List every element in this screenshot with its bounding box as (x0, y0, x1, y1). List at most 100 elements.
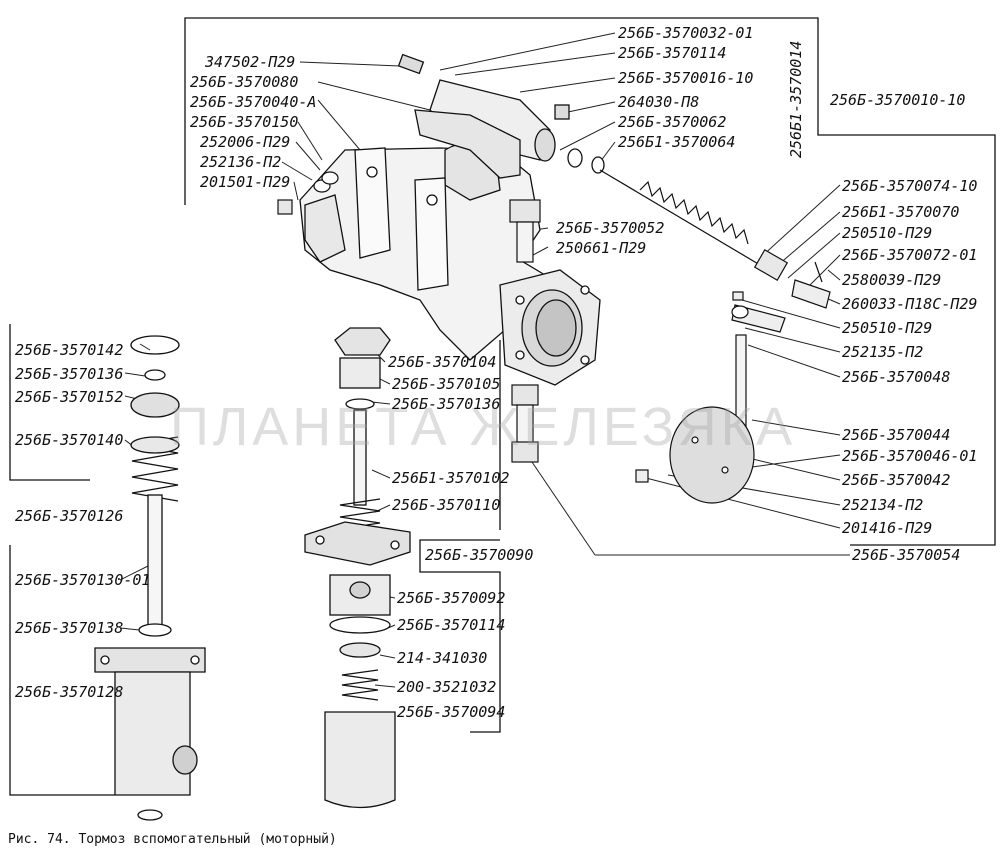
housing-assembly (299, 53, 605, 386)
valve-seat (339, 642, 381, 658)
cap-seal (345, 398, 375, 410)
leader (559, 121, 616, 151)
stud-nut (509, 199, 541, 223)
part-label: 256Б1-3570102 (392, 469, 510, 487)
part-label: 250510-П29 (842, 224, 933, 242)
part-label: 256Б-3570110 (392, 496, 501, 514)
middle-flange (304, 521, 411, 566)
outlet-bore-inner (535, 299, 577, 357)
housing-left-flange (304, 194, 346, 263)
part-label: 256Б-3570142 (15, 341, 124, 359)
flange-hole (100, 655, 110, 665)
part-label: 256Б-3570032-01 (618, 24, 754, 42)
leader (439, 32, 616, 71)
cage-window (349, 581, 371, 599)
part-label: 252006-П29 (200, 133, 291, 151)
lower-nut-2 (511, 441, 539, 463)
part-label: 256Б-3570105 (392, 375, 501, 393)
part-label: 256Б-3570152 (15, 388, 124, 406)
part-label: 256Б-3570114 (397, 616, 506, 634)
leader (124, 372, 146, 377)
figure-caption: Рис. 74. Тормоз вспомогательный (моторны… (8, 832, 337, 847)
housing-rib-left (354, 147, 391, 259)
leader (787, 232, 841, 279)
cylinder-end (534, 128, 556, 162)
part-label: 256Б1-3570064 (618, 133, 736, 151)
stud-bolt (516, 221, 534, 263)
cylinder-fitting (397, 53, 425, 75)
part-label: 252135-П2 (842, 343, 924, 361)
washer (321, 171, 339, 185)
part-label: 256Б-3570140 (15, 431, 124, 449)
part-label: 260033-П18С-П29 (842, 295, 978, 313)
clevis-plate (791, 279, 831, 309)
disc-hole (691, 436, 699, 444)
leader (809, 254, 841, 286)
part-label: 256Б-3570150 (190, 113, 299, 131)
leader (371, 469, 391, 479)
air-fitting (554, 104, 570, 120)
leader (371, 401, 391, 405)
rod-spring (599, 169, 831, 309)
part-label: 250510-П29 (842, 319, 933, 337)
part-label: 256Б-3570010-10 (830, 91, 966, 109)
leader (295, 141, 321, 171)
leader (299, 61, 401, 67)
part-label: 214-341030 (397, 649, 488, 667)
leader (645, 477, 841, 529)
part-label: 200-3521032 (397, 678, 497, 696)
disc-screw (635, 469, 649, 483)
o-ring (144, 369, 166, 381)
return-spring (639, 180, 749, 245)
left-bracket-lower (9, 545, 115, 796)
part-label: 256Б-3570104 (388, 353, 497, 371)
leader (519, 77, 616, 93)
leader (297, 121, 323, 161)
part-label: 264030-П8 (618, 93, 700, 111)
washer (591, 156, 605, 174)
cylinder-bracket (414, 109, 521, 179)
side-port (172, 745, 198, 775)
leader (567, 101, 616, 113)
spring-seat (130, 436, 180, 454)
leader (139, 343, 151, 351)
bolt-head (277, 199, 293, 215)
part-label: 201416-П29 (842, 519, 933, 537)
rib-hole (426, 194, 438, 206)
leader (374, 684, 396, 688)
part-label: 256Б-3570052 (556, 219, 665, 237)
flange-hole (390, 540, 400, 550)
lever-nut (732, 291, 744, 301)
leader (777, 211, 841, 266)
leader (747, 344, 841, 378)
leader (759, 184, 841, 259)
part-label: 256Б-3570126 (15, 507, 124, 525)
part-label: 256Б-3570090 (425, 546, 534, 564)
leader (827, 269, 841, 281)
leader (744, 454, 841, 469)
part-label: 252134-П2 (842, 496, 924, 514)
stem-seal (138, 623, 172, 637)
leader (293, 181, 299, 201)
disc-hole (721, 466, 729, 474)
part-label: 256Б-3570080 (190, 73, 299, 91)
part-label: 256Б-3570130-01 (15, 571, 151, 589)
part-label: 256Б-3570062 (618, 113, 727, 131)
housing-rib-right (414, 177, 449, 291)
valve-stem (147, 494, 163, 631)
leader (751, 419, 841, 436)
leader (119, 627, 141, 631)
valve-rod (353, 409, 367, 506)
leader (531, 461, 596, 556)
leader (744, 327, 841, 353)
flange-hole (190, 655, 200, 665)
valve-seal (329, 616, 391, 634)
bottom-ring (137, 809, 163, 821)
rib-hole (366, 166, 378, 178)
part-label: 201501-П29 (200, 173, 291, 191)
leader (454, 52, 616, 76)
part-label: 256Б-3570072-01 (842, 246, 978, 264)
valve-flange (94, 647, 206, 673)
